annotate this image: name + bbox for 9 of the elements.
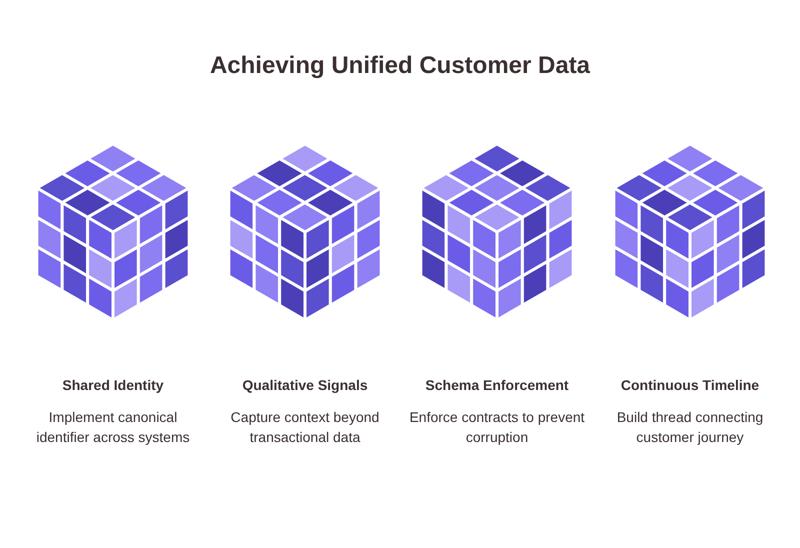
heading-text: Qualitative Signals: [241, 376, 369, 395]
heading-text: Continuous Timeline: [620, 376, 760, 395]
heading-text: Schema Enforcement: [424, 376, 570, 395]
title: Achieving Unified Customer Data: [208, 52, 592, 80]
description-text: Enforce contracts to prevent corruption: [409, 408, 585, 447]
description-text: Capture context beyond transactional data: [230, 408, 380, 447]
description-text: Build thread connecting customer journey: [616, 408, 764, 447]
description-text: Implement canonical identifier across systems: [35, 408, 191, 447]
heading-text: Shared Identity: [61, 376, 165, 395]
